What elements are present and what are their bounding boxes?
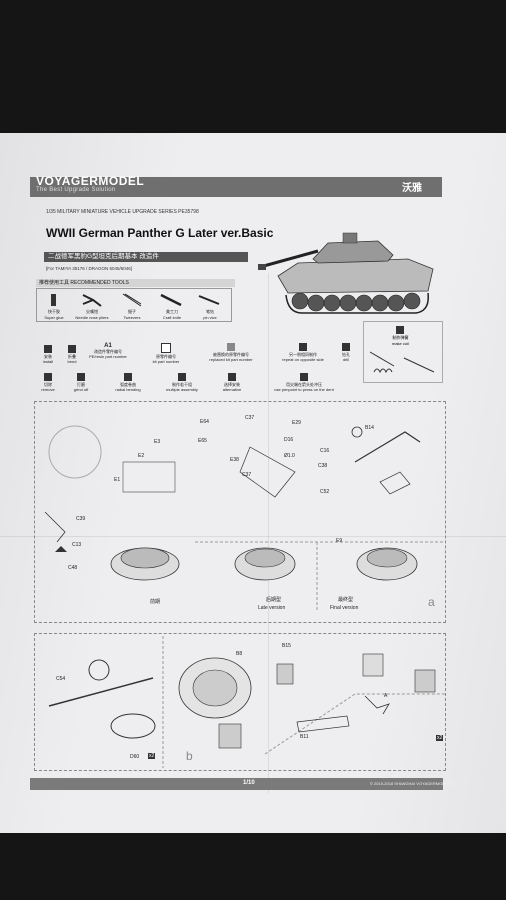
tweezers-icon <box>122 293 142 307</box>
label-e3: E3 <box>154 439 161 445</box>
tools-header: 推荐使用工具 RECOMMENDED TOOLS <box>36 279 235 287</box>
label-c38: C38 <box>318 463 328 469</box>
kit-compatibility: [For TAMIYA 35176 / DRAGON 6045/6046] <box>46 266 133 271</box>
instruction-sheet: VOYAGERMODEL The Best Upgrade Solution 沃… <box>0 133 506 833</box>
paper-shading <box>0 133 506 833</box>
glue-icon <box>51 294 56 306</box>
alternative-icon <box>228 373 236 381</box>
label-e2: E2 <box>138 453 145 459</box>
series-line: 1/35 MILITARY MINIATURE VEHICLE UPGRADE … <box>46 209 199 215</box>
page-number: 1/10 <box>243 780 255 786</box>
brand-cn-name: 沃雅 <box>402 183 422 194</box>
bend-icon <box>68 345 76 353</box>
step-b-panel <box>34 633 446 771</box>
label-c37: C37 <box>242 472 252 478</box>
step-b-label: b <box>186 749 193 763</box>
brand-logo: VOYAGERMODEL The Best Upgrade Solution <box>36 174 144 193</box>
paper-crease <box>0 536 506 537</box>
label-e1: E1 <box>114 477 121 483</box>
radial-icon <box>124 373 132 381</box>
coil-icon <box>396 326 405 334</box>
label-e65: E65 <box>198 438 207 444</box>
label-e64: E64 <box>200 419 209 425</box>
step-b-diagram <box>48 636 445 768</box>
label-c16: C16 <box>320 448 330 454</box>
logo-text: VOYAGERMODEL <box>36 174 145 188</box>
label-e38: E38 <box>230 457 239 463</box>
step-a-diagram <box>44 425 445 612</box>
coil-diagram <box>369 351 435 374</box>
label-c54: C54 <box>56 676 66 682</box>
replaced-icon <box>227 343 235 351</box>
label-b14: B14 <box>365 425 374 431</box>
grind-icon <box>77 373 85 381</box>
repeat-icon <box>299 343 307 351</box>
install-icon <box>44 345 52 353</box>
label-e29: E29 <box>292 420 301 426</box>
label-final-cn: 最终型 <box>338 597 354 603</box>
paper-crease <box>268 273 269 793</box>
step-a-panel <box>34 401 446 623</box>
label-d60: D60 <box>130 754 140 760</box>
label-c48: C48 <box>68 565 78 571</box>
label-late-cn: 后期型 <box>266 597 282 603</box>
label-early-cn: 前期 <box>150 599 161 605</box>
sheet-title-cn: 二战德军黑豹G型坦克后期基本 改造件 <box>44 252 248 262</box>
label-a: A <box>384 693 388 699</box>
tank-illustration <box>258 232 434 314</box>
label-late-en: Late version <box>258 605 286 611</box>
footer-bar <box>30 778 443 790</box>
copyright: © 2015-2018 SHANGHAI VOYAGERMODEL CO.,LT… <box>370 781 467 786</box>
label-e9: E9 <box>336 538 343 544</box>
multiplier-badge: x2 <box>436 735 444 741</box>
penpoint-icon <box>300 373 308 381</box>
label-b8: B8 <box>236 651 243 657</box>
logo-tagline: The Best Upgrade Solution <box>36 187 116 193</box>
step-a-label: a <box>428 595 435 609</box>
label-c39: C39 <box>76 516 86 522</box>
label-b11: B11 <box>300 734 309 740</box>
label-c37: C37 <box>245 415 255 421</box>
drill-icon <box>342 343 350 351</box>
label-c13: C13 <box>72 542 82 548</box>
label-d16: D16 <box>284 437 294 443</box>
kit-part-icon <box>161 343 171 353</box>
label-c52: C52 <box>320 489 330 495</box>
pin-vice-icon <box>198 295 220 305</box>
header-banner <box>30 177 442 197</box>
multiple-icon <box>178 373 186 381</box>
sheet-title: WWII German Panther G Later ver.Basic <box>46 226 274 240</box>
multiplier-badge: x2 <box>148 753 156 759</box>
pliers-icon <box>82 294 102 307</box>
label-final-en: Final version <box>330 605 359 611</box>
label-b15: B15 <box>282 643 291 649</box>
label-phi: Ø1.0 <box>284 453 295 459</box>
knife-icon <box>160 293 182 307</box>
remove-icon <box>44 373 52 381</box>
